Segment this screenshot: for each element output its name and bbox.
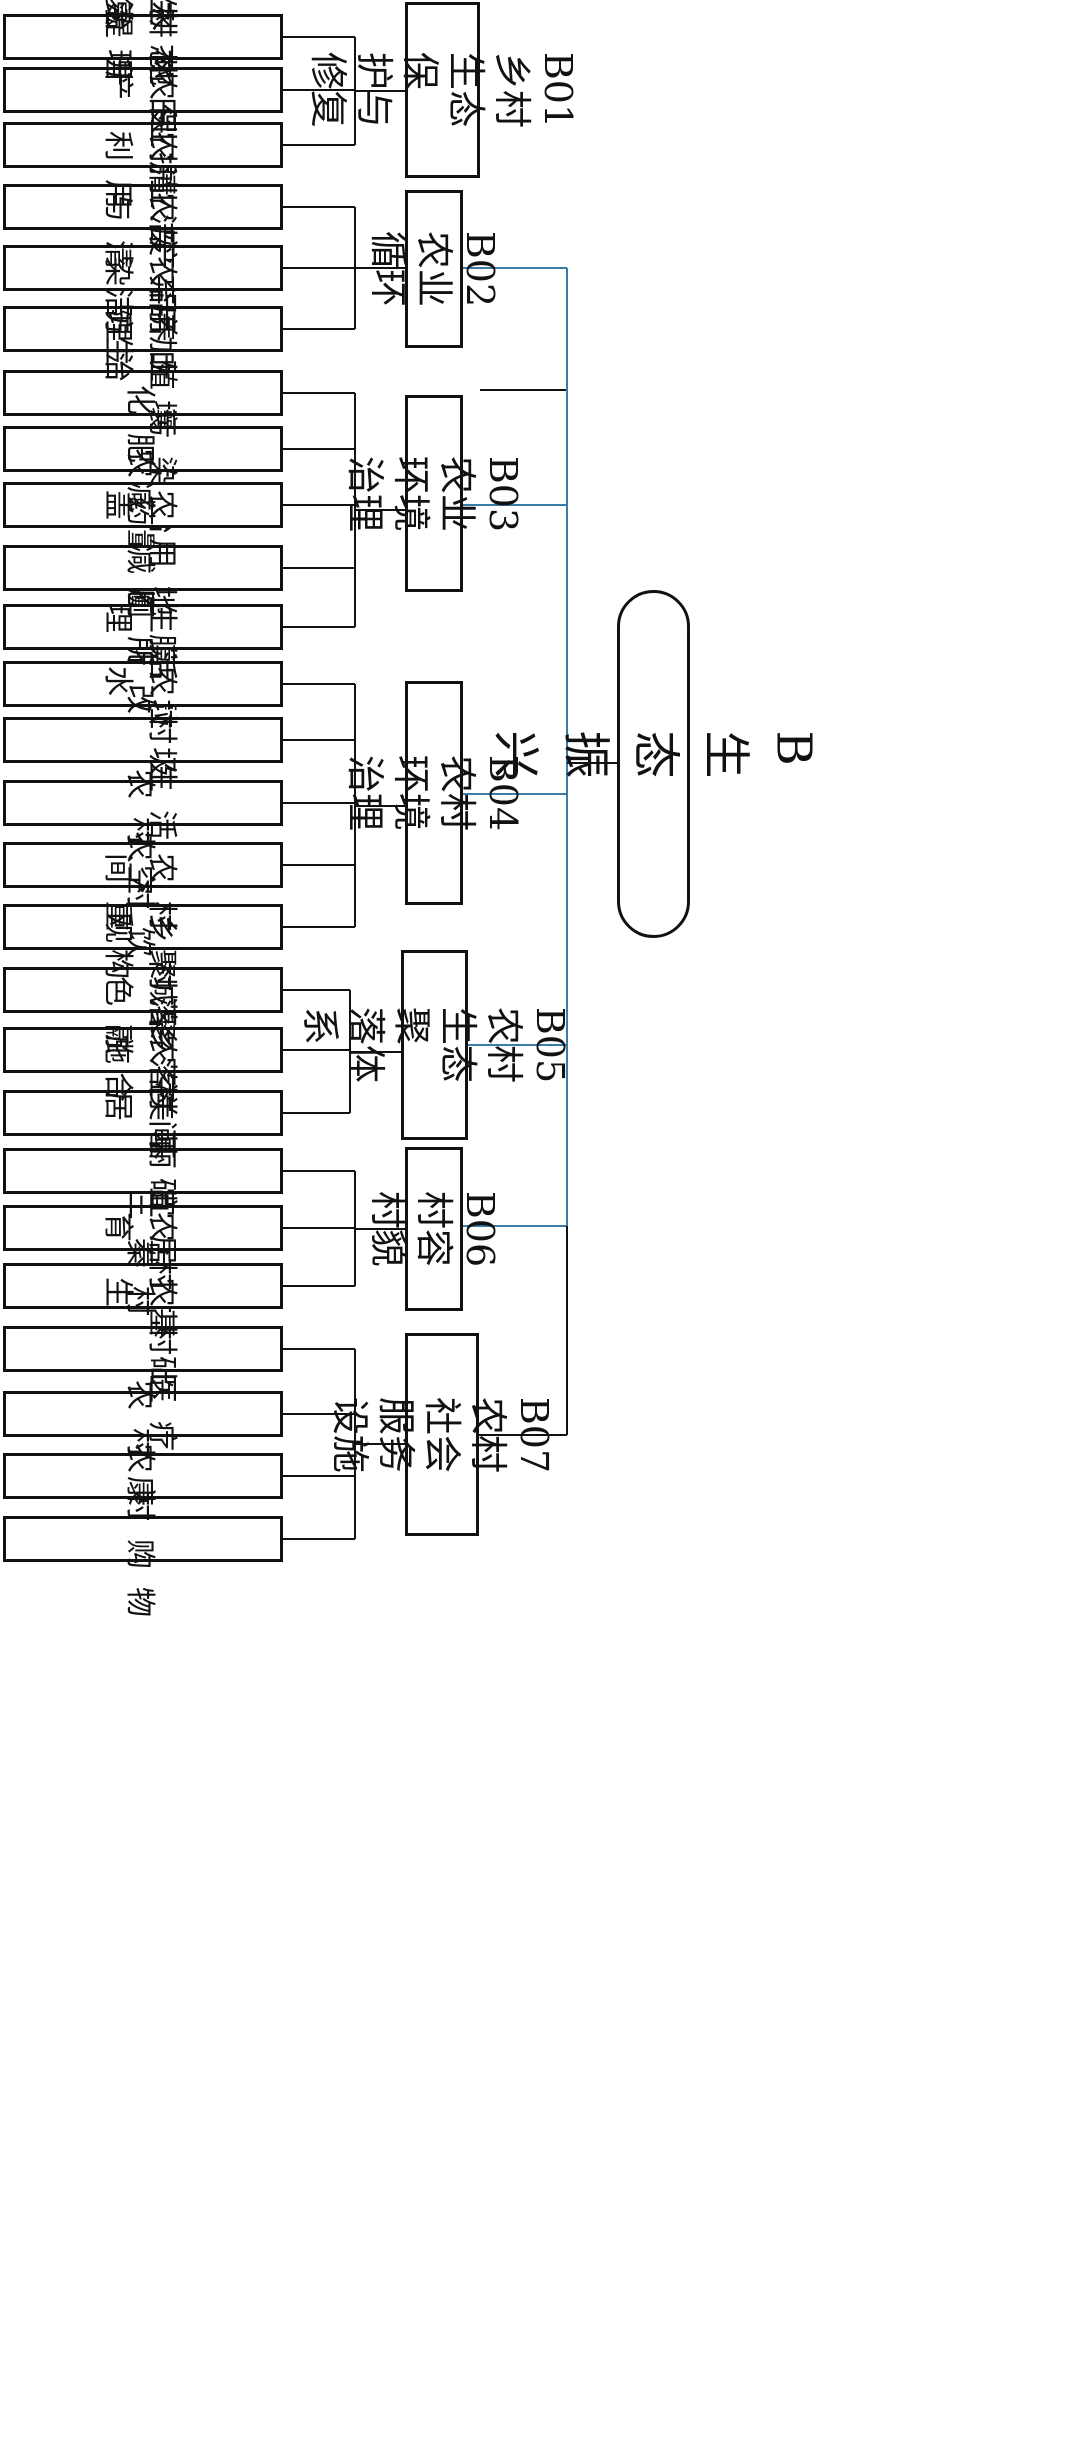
category-label: B03农业环境治理 [342, 455, 526, 531]
leaf-box: 农村基础教育 [3, 1212, 283, 1452]
category-label: B05农村生态聚落体系 [297, 1007, 573, 1083]
category-label-line-1: B06村容村貌 [366, 1190, 503, 1268]
category-label-line-2: 落体系 [297, 1006, 388, 1083]
category-label: B07农村社会服务设施 [327, 1396, 557, 1472]
root-label: B生态振兴 [486, 731, 822, 798]
category-label: B06村容村貌 [365, 1191, 503, 1267]
category-box-b01: B01乡村生态保护与修复 [306, 2, 580, 178]
leaf-box: 农村购物 [3, 1443, 283, 1635]
leaf-box: 农用地膜覆盖 [3, 490, 283, 730]
leaf-box: 农药减量化 [3, 448, 283, 688]
leaf-box: 养殖污染治理 [3, 312, 283, 552]
category-box-b02: B02农业循环 [366, 190, 502, 348]
category-label-line-1: B03农业环境治理 [343, 455, 526, 532]
category-label: B02农业循环 [365, 231, 503, 307]
leaf-box: 农村康养 [3, 1380, 283, 1572]
category-box-b07: B07农村社会服务设施 [328, 1333, 556, 1536]
leaf-box: 美丽宜居村居 [3, 1091, 283, 1331]
leaf-box: 乡村聚落景观 [3, 913, 283, 1153]
leaf-box: 农村空气 [3, 769, 283, 961]
leaf-box: 农村饮水 [3, 831, 283, 1023]
leaf-box: 厕所改造 [3, 588, 283, 780]
category-box-b05: B05农村生态聚落体系 [298, 950, 572, 1140]
leaf-box: 化肥减量化 [3, 385, 283, 625]
leaf-box: 乡村生态系统修复 [3, 0, 283, 140]
leaf-box: 农用土壤污染防治 [3, 256, 283, 496]
leaf-box: 农产品加工与清洁生产 [3, 192, 283, 432]
leaf-box: 农村基础设施 [3, 1034, 283, 1274]
category-label-line-1: B02农业循环 [366, 230, 503, 308]
leaf-box: 耕地保护与提升 [3, 8, 283, 248]
leaf-box: 城乡空间绿色融合 [3, 976, 283, 1216]
category-label-line-2: 设施 [328, 1396, 373, 1473]
leaf-label: 农村购物 [121, 1443, 165, 1635]
leaf-box: 农业清洁生产 [3, 70, 283, 310]
category-label-line-2: 护与修复 [305, 51, 396, 128]
category-label-line-1: B07农村社会服务 [374, 1396, 557, 1473]
leaf-box: 山水林田湖草治理 [3, 0, 283, 193]
category-box-b04: B04农村环境治理 [343, 681, 525, 905]
leaf-box: 农村聚落空间重构 [3, 853, 283, 1093]
category-box-b06: B06村容村貌 [366, 1147, 502, 1311]
root-node: B生态振兴 [488, 590, 822, 938]
root-label-line-1: B生态振兴 [487, 730, 822, 779]
leaf-box: 农村生活污水 [3, 666, 283, 906]
leaf-box: 农村医疗卫生 [3, 1277, 283, 1517]
leaf-box: 三秦村落 [3, 1190, 283, 1382]
category-box-b03: B03农业环境治理 [343, 395, 525, 592]
leaf-box: 生活垃圾处理 [3, 603, 283, 843]
leaf-box: 农业废弃物利用 [3, 131, 283, 371]
category-label: B01乡村生态保护与修复 [305, 52, 581, 128]
category-label-line-1: B01乡村生态保 [397, 51, 580, 129]
leaf-label-line-1: 农村购物 [122, 1443, 157, 1635]
category-label-line-1: B05农村生态聚 [389, 1006, 572, 1084]
